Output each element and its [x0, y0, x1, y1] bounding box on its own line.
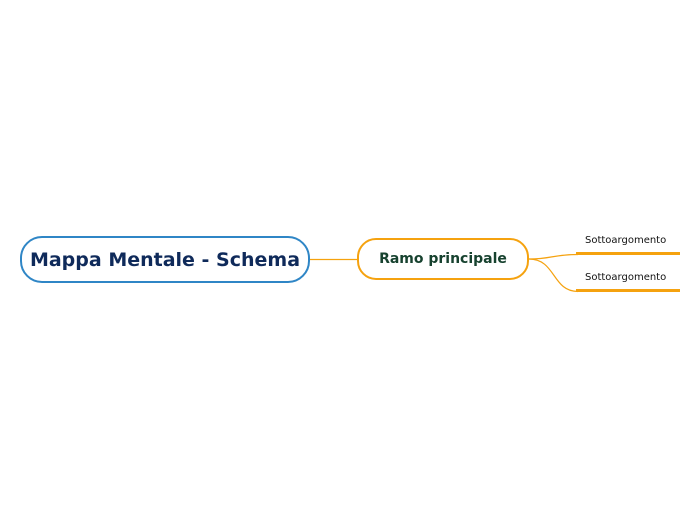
connector-branch-to-subtopic-2 — [528, 258, 579, 293]
central-topic-label: Mappa Mentale - Schema — [29, 248, 301, 271]
main-branch-node[interactable]: Ramo principale — [357, 238, 529, 280]
connector-branch-to-subtopic-1 — [528, 253, 579, 260]
subtopic-label: Sottoargomento — [585, 272, 667, 283]
subtopic-label: Sottoargomento — [585, 235, 667, 246]
subtopic-node[interactable]: Sottoargomento — [576, 235, 680, 255]
main-branch-label: Ramo principale — [379, 251, 507, 267]
subtopic-node[interactable]: Sottoargomento — [576, 272, 680, 292]
central-topic[interactable]: Mappa Mentale - Schema — [20, 236, 310, 283]
